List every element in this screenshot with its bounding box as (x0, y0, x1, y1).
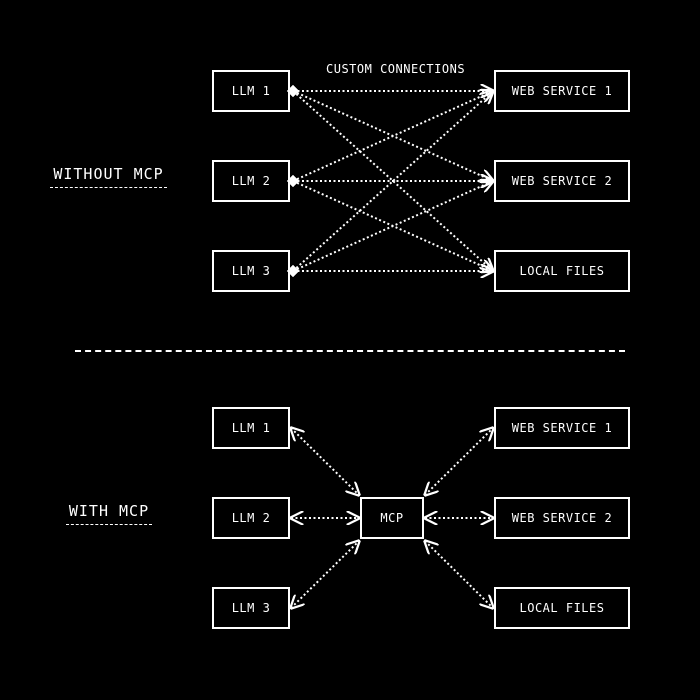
top-llm-3-box: LLM 3 (212, 250, 290, 292)
with-mcp-label: WITH MCP (66, 502, 152, 525)
bottom-llm-1-box: LLM 1 (212, 407, 290, 449)
top-web-service-1-box: WEB SERVICE 1 (494, 70, 630, 112)
without-mcp-label-text: WITHOUT MCP (53, 165, 164, 183)
custom-connections-caption: CUSTOM CONNECTIONS (326, 62, 466, 76)
mcp-hub-box: MCP (360, 497, 424, 539)
mcp-link-web-service-1 (425, 428, 493, 495)
top-llm-2-box: LLM 2 (212, 160, 290, 202)
bottom-web-service-1-box: WEB SERVICE 1 (494, 407, 630, 449)
bottom-web-service-2-box: WEB SERVICE 2 (494, 497, 630, 539)
bottom-llm-2-box: LLM 2 (212, 497, 290, 539)
top-llm-1-box: LLM 1 (212, 70, 290, 112)
custom-connection-llm3-to-service2 (293, 181, 493, 271)
top-web-service-2-box: WEB SERVICE 2 (494, 160, 630, 202)
mcp-link-llm-1 (291, 428, 359, 495)
mcp-link-llm-3 (291, 541, 359, 608)
without-mcp-underline (50, 187, 167, 188)
without-mcp-label: WITHOUT MCP (50, 165, 167, 188)
bottom-local-files-box: LOCAL FILES (494, 587, 630, 629)
custom-connection-lines (293, 91, 493, 271)
with-mcp-underline (66, 524, 152, 525)
with-mcp-label-text: WITH MCP (68, 502, 150, 520)
section-divider (75, 350, 625, 352)
top-local-files-box: LOCAL FILES (494, 250, 630, 292)
bottom-llm-3-box: LLM 3 (212, 587, 290, 629)
mcp-link-local-files (425, 541, 493, 608)
